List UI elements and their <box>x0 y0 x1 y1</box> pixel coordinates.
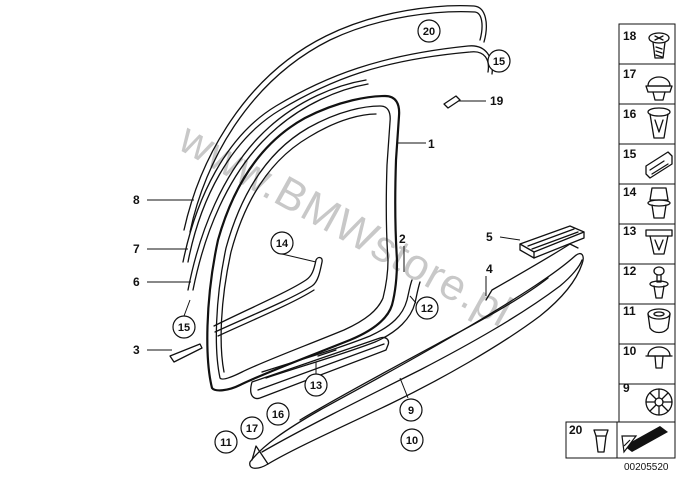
sleeve-nut-icon <box>593 429 609 453</box>
circled-callout-9: 9 <box>399 398 423 422</box>
plug-cap-icon <box>645 76 673 101</box>
bracket-icon <box>645 151 673 179</box>
legend-label-15: 15 <box>623 147 637 161</box>
spring-clip-icon <box>645 229 673 255</box>
svg-text:15: 15 <box>493 56 505 68</box>
svg-text:15: 15 <box>178 322 190 334</box>
svg-text:17: 17 <box>246 423 258 435</box>
legend-label-16: 16 <box>623 107 637 121</box>
callout-1: 1 <box>428 137 435 151</box>
callout-3: 3 <box>133 343 140 357</box>
legend-label-20: 20 <box>569 423 583 437</box>
expansion-clip-icon <box>647 107 671 139</box>
circled-callout-10: 10 <box>400 428 424 452</box>
screw-clip-icon <box>648 32 670 59</box>
door-frame-assembly <box>169 5 585 469</box>
legend-label-11: 11 <box>623 304 636 318</box>
svg-text:12: 12 <box>421 303 433 315</box>
svg-text:20: 20 <box>423 26 435 38</box>
circled-callout-15-top: 15 <box>487 49 511 73</box>
legend-label-18: 18 <box>623 29 637 43</box>
leader-lines <box>147 100 521 399</box>
diagram-id: 00205520 <box>624 462 669 473</box>
circled-callouts: 20 15 14 12 15 13 9 10 16 17 11 <box>172 19 511 454</box>
svg-text:9: 9 <box>408 405 414 417</box>
svg-text:13: 13 <box>310 380 322 392</box>
circled-callout-17: 17 <box>240 416 264 440</box>
part-callouts: 1 2 3 4 5 6 7 8 19 <box>133 94 504 357</box>
callout-8: 8 <box>133 193 140 207</box>
callout-5: 5 <box>486 230 493 244</box>
circled-callout-16: 16 <box>266 402 290 426</box>
callout-7: 7 <box>133 242 140 256</box>
circled-callout-20: 20 <box>417 19 441 43</box>
legend-label-10: 10 <box>623 344 637 358</box>
circled-callout-14: 14 <box>270 231 294 255</box>
svg-text:10: 10 <box>406 435 418 447</box>
circled-callout-12: 12 <box>415 296 439 320</box>
circled-callout-15-left: 15 <box>172 315 196 339</box>
bottom-legend: 20 <box>565 421 676 459</box>
square-clip-icon <box>647 187 671 219</box>
legend-label-13: 13 <box>623 224 637 238</box>
legend-label-17: 17 <box>623 67 637 81</box>
push-pin-icon <box>649 266 669 299</box>
arrow-symbol-icon <box>621 426 668 454</box>
dome-rivet-icon <box>645 346 673 369</box>
callout-6: 6 <box>133 275 140 289</box>
svg-text:11: 11 <box>220 437 232 449</box>
grommet-icon <box>647 308 671 334</box>
callout-19: 19 <box>490 94 504 108</box>
circled-callout-13: 13 <box>304 373 328 397</box>
circled-callout-11: 11 <box>214 430 238 454</box>
legend-label-12: 12 <box>623 264 637 278</box>
svg-text:16: 16 <box>272 409 284 421</box>
star-clip-icon <box>645 388 673 416</box>
svg-text:14: 14 <box>276 238 289 250</box>
callout-4: 4 <box>486 262 493 276</box>
fastener-legend: 18 17 16 15 14 <box>618 23 676 425</box>
callout-2: 2 <box>399 232 406 246</box>
legend-label-14: 14 <box>623 185 637 199</box>
legend-label-9: 9 <box>623 381 630 395</box>
